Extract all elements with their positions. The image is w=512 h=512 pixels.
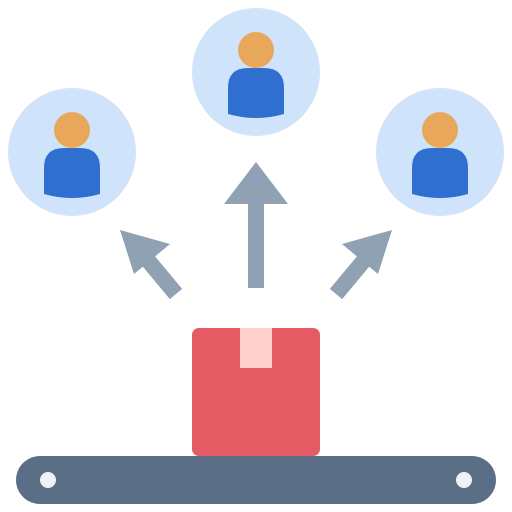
- recipient-right-icon: [376, 88, 504, 216]
- recipient-center-icon: [192, 8, 320, 136]
- arrow-up-left-icon: [120, 230, 183, 300]
- conveyor-belt-icon: [16, 456, 496, 504]
- arrow-up-icon: [224, 162, 288, 288]
- conveyor-roller-left-icon: [40, 472, 56, 488]
- conveyor-roller-right-icon: [456, 472, 472, 488]
- arrow-up-right-icon: [329, 230, 392, 300]
- package-box-icon: [192, 328, 320, 456]
- recipient-left-icon: [8, 88, 136, 216]
